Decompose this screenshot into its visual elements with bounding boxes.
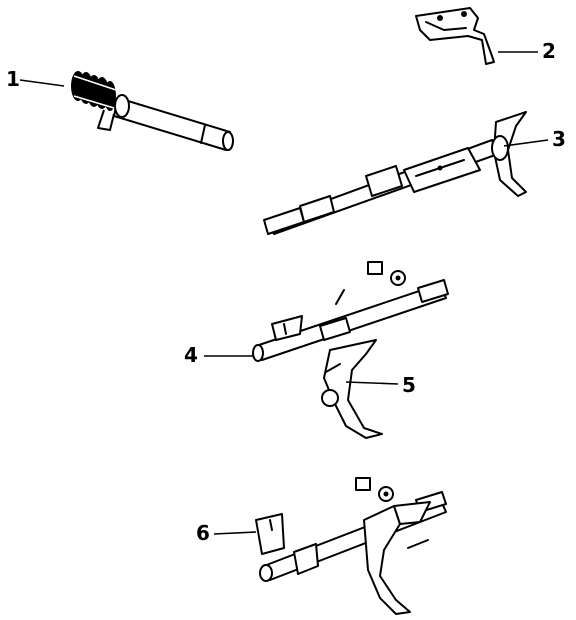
coil-spring xyxy=(71,71,117,111)
part-3-fork xyxy=(491,111,527,197)
callout-1: 1 xyxy=(6,67,20,91)
callout-4: 4 xyxy=(184,343,198,367)
part-5-shift-fork xyxy=(321,339,383,439)
callout-leaders xyxy=(19,51,549,535)
callout-6: 6 xyxy=(196,521,210,545)
part-3-shift-rail-with-fork xyxy=(263,111,527,235)
callout-2: 2 xyxy=(542,39,556,63)
part-6-bolt xyxy=(355,477,394,502)
callout-3: 3 xyxy=(552,127,566,151)
callout-5: 5 xyxy=(402,373,416,397)
part-2-bracket xyxy=(415,7,495,65)
part-6-fork xyxy=(363,501,431,615)
part-1-shift-shaft xyxy=(71,71,234,151)
part-6-shift-rail-with-fork xyxy=(255,477,447,615)
part-4-shift-rail xyxy=(252,261,449,362)
part-4-bolt xyxy=(367,261,406,286)
